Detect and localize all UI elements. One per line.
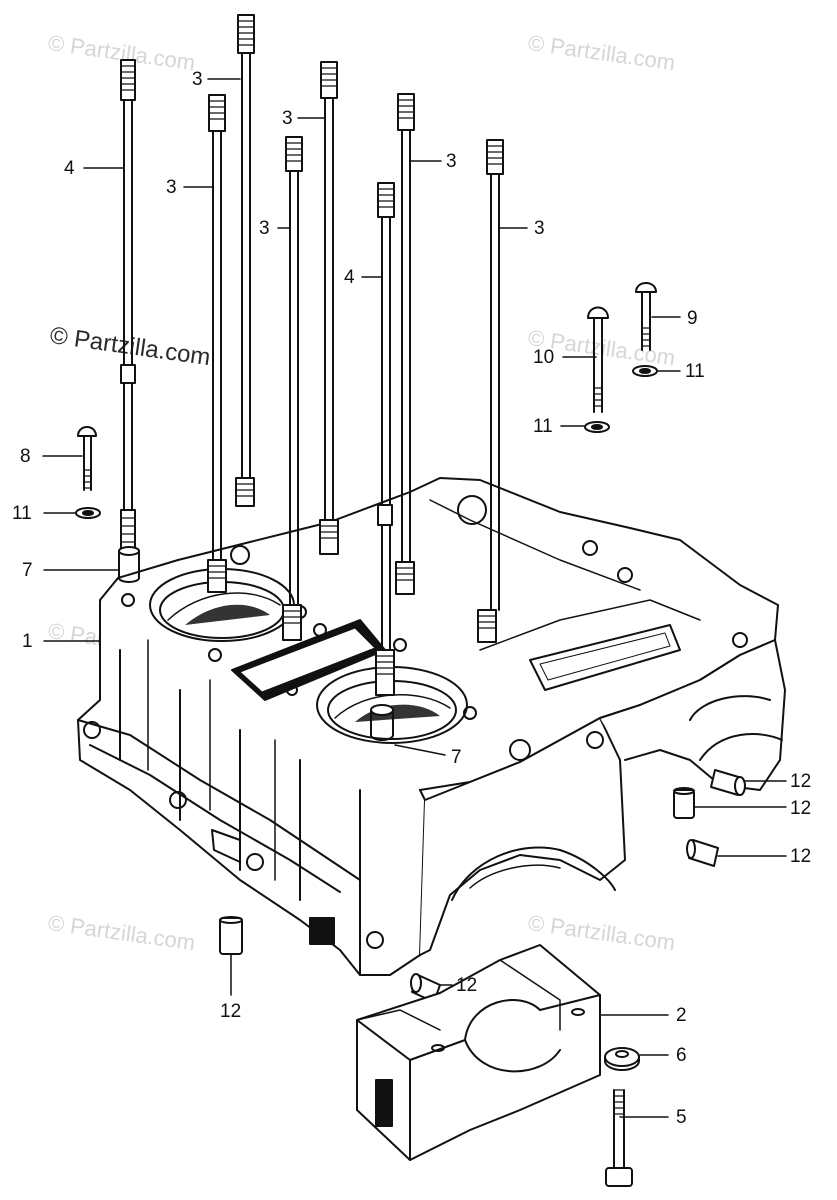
callout-12-right-1: 12 bbox=[790, 771, 812, 792]
cylinder-stud-6 bbox=[477, 139, 504, 643]
callout-3-left: 3 bbox=[166, 177, 177, 198]
cylinder-stud-5 bbox=[395, 93, 415, 595]
callout-5: 5 bbox=[676, 1107, 687, 1128]
callout-3-upper-center: 3 bbox=[282, 108, 293, 129]
dowel-pin-left bbox=[118, 546, 140, 583]
callout-3-far-right: 3 bbox=[534, 218, 545, 239]
callout-7-left: 7 bbox=[22, 560, 33, 581]
callout-1: 1 bbox=[22, 631, 33, 652]
washer-11-right-bottom bbox=[584, 421, 610, 433]
callout-12-lower-center: 12 bbox=[456, 975, 478, 996]
callout-8: 8 bbox=[20, 446, 31, 467]
callout-7-right: 7 bbox=[451, 747, 462, 768]
bolt-5 bbox=[605, 1089, 633, 1187]
callout-3-top: 3 bbox=[192, 69, 203, 90]
cylinder-stud-2 bbox=[207, 94, 227, 593]
callout-3-center: 3 bbox=[259, 218, 270, 239]
callout-2: 2 bbox=[676, 1005, 687, 1026]
washer-11-left bbox=[75, 507, 101, 519]
cylinder-stud-long-right bbox=[375, 182, 395, 696]
washer-6 bbox=[604, 1047, 640, 1071]
dowel-pin-right bbox=[370, 704, 394, 741]
callout-12-right-3: 12 bbox=[790, 846, 812, 867]
callout-4-left: 4 bbox=[64, 158, 75, 179]
callout-11-right-top: 11 bbox=[685, 361, 705, 382]
bolt-8 bbox=[77, 426, 97, 491]
cylinder-stud-4 bbox=[319, 61, 339, 555]
callout-3-right: 3 bbox=[446, 151, 457, 172]
cylinder-stud-long-left bbox=[120, 59, 136, 551]
callout-11-left: 11 bbox=[12, 503, 32, 524]
crankcase-upper bbox=[77, 477, 786, 976]
bushing-12-lower-left bbox=[219, 916, 243, 955]
callout-4-center: 4 bbox=[344, 267, 355, 288]
callout-6: 6 bbox=[676, 1045, 687, 1066]
washer-11-right-top bbox=[632, 365, 658, 377]
bearing-cap bbox=[356, 944, 601, 1161]
callout-10: 10 bbox=[533, 347, 555, 368]
cylinder-stud-1 bbox=[235, 14, 255, 507]
callout-12-lower-left: 12 bbox=[220, 1001, 242, 1022]
leader-lines bbox=[42, 78, 787, 1118]
bushing-12-right-2 bbox=[673, 787, 695, 819]
bushing-12-right-3 bbox=[686, 839, 719, 867]
callout-9: 9 bbox=[687, 308, 698, 329]
bolt-9 bbox=[635, 282, 657, 351]
callout-11-right-bottom: 11 bbox=[533, 416, 553, 437]
bolt-10 bbox=[587, 306, 609, 413]
callout-12-right-2: 12 bbox=[790, 798, 812, 819]
cylinder-stud-3 bbox=[282, 136, 303, 641]
bushing-12-right-1 bbox=[710, 769, 746, 796]
